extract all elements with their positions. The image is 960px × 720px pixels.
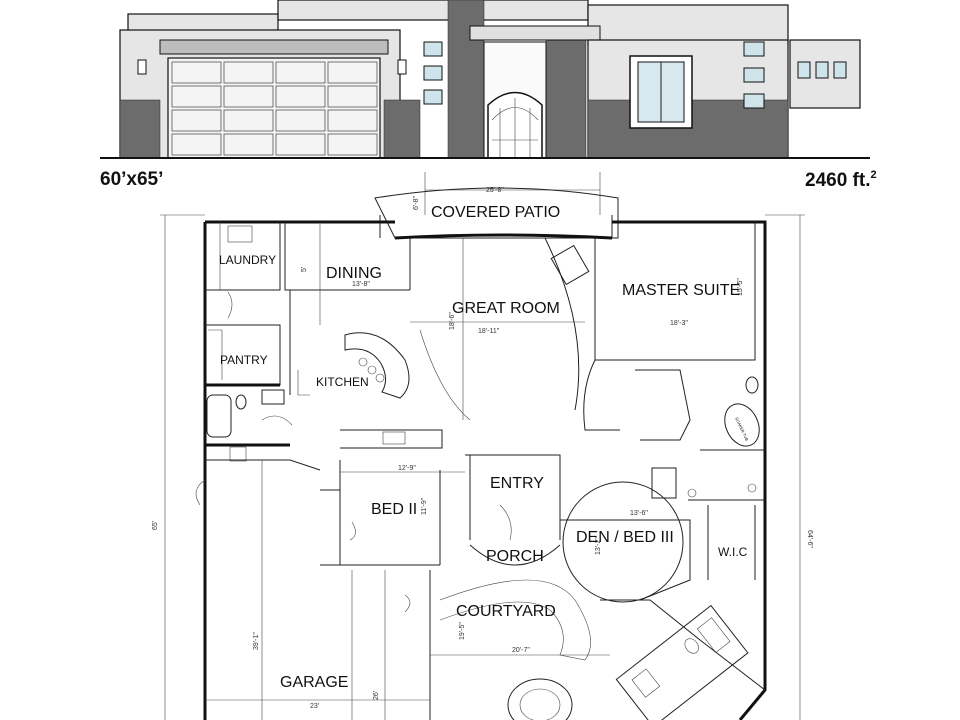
front-elevation	[100, 0, 870, 159]
garage-door-panel	[171, 85, 222, 108]
kitchen-counter	[340, 429, 443, 449]
overall-depth-left: 65'	[152, 521, 159, 530]
lower-right-bath	[615, 604, 749, 720]
garage-width-dim: 23'	[310, 703, 319, 710]
porch-label: PORCH	[486, 548, 544, 565]
dining-width-dim: 13'-8"	[352, 281, 370, 288]
center-parapet	[277, 0, 589, 21]
garage-label: GARAGE	[280, 674, 348, 691]
garage-header-beam	[159, 39, 389, 55]
great-room-depth-dim: 18'-6"	[449, 312, 456, 330]
dining-depth-dim: 5'	[301, 267, 308, 272]
laundry-door-swing	[227, 291, 233, 319]
entry-stone-column-right	[545, 29, 587, 159]
entry-beam	[469, 25, 601, 41]
garage-door-panel	[275, 133, 326, 156]
vanity-sink	[261, 389, 285, 405]
bed2-width-dim: 12'-9"	[398, 465, 416, 472]
entry-stone-column-left	[447, 0, 485, 159]
courtyard-depth-dim: 19'-5"	[459, 622, 466, 640]
patio-depth-dim: 6'-8"	[413, 196, 420, 210]
garage-side-door-swing	[195, 479, 206, 506]
garage-door-panel	[275, 61, 326, 84]
garage-door-panel	[327, 85, 378, 108]
half-bath-tub	[206, 394, 232, 438]
master-toilet	[745, 376, 759, 394]
great-room-width-dim: 18'-11"	[478, 328, 500, 335]
left-stone-base	[119, 99, 161, 159]
lamp-left	[137, 59, 147, 75]
garage-door-panel	[223, 61, 274, 84]
master-vanity	[651, 467, 677, 499]
garage-door-panel	[275, 85, 326, 108]
master-shower	[635, 369, 691, 441]
patio-width-dim: 25'-8"	[486, 187, 504, 194]
bed2-label: BED II	[371, 501, 417, 518]
dining-label: DINING	[326, 265, 382, 282]
garage-door-panel	[327, 133, 378, 156]
pantry-label: PANTRY	[220, 353, 268, 367]
toilet-icon	[235, 394, 247, 410]
overall-depth-right: 64'-6"	[806, 530, 813, 548]
garage-door-panel	[171, 133, 222, 156]
great-room-label: GREAT ROOM	[452, 300, 560, 317]
garage-door	[167, 57, 381, 159]
lamp-right	[397, 59, 407, 75]
soaker-tub-label: SOAKER TUB	[734, 416, 750, 442]
island-sink	[358, 357, 368, 367]
walk-in-closet-label: W.I.C	[718, 545, 748, 559]
den-width-dim: 13'-6"	[630, 510, 648, 517]
right-parapet	[587, 4, 789, 46]
garage-door-panel	[223, 133, 274, 156]
washer-dryer	[227, 225, 253, 243]
den-round-wall	[562, 481, 684, 603]
soaker-tub	[724, 403, 760, 447]
window-stack-right	[743, 41, 765, 109]
closet-walls	[690, 499, 765, 580]
covered-patio-outline	[374, 187, 619, 239]
den-depth-dim: 13'-2"	[595, 537, 602, 555]
master-suite-label: MASTER SUITE	[622, 282, 740, 299]
master-width-dim: 18'-3"	[670, 320, 688, 327]
garage-door-panel	[171, 109, 222, 132]
garage-depth-dim-2: 26'	[373, 691, 380, 700]
mid-stone-base	[383, 99, 421, 159]
porch-arc	[469, 544, 561, 566]
lot-size-label: 60’x65’	[100, 169, 163, 190]
kitchen-island	[344, 332, 410, 399]
great-room-arc	[419, 329, 471, 421]
entry-door-swing	[499, 504, 512, 541]
garage-door-panel	[327, 109, 378, 132]
window-stack-left	[423, 41, 443, 105]
fireplace	[550, 244, 590, 286]
laundry-label: LAUNDRY	[219, 253, 276, 267]
square-footage-exponent: 2	[870, 169, 876, 181]
master-depth-dim: 15'-5"	[737, 278, 744, 296]
garage-door-panel	[223, 85, 274, 108]
courtyard-width-dim: 20'-7"	[512, 647, 530, 654]
cooktop	[382, 431, 406, 445]
square-footage-value: 2460 ft.	[805, 170, 870, 191]
courtyard-label: COURTYARD	[456, 603, 556, 620]
floor-plan: 65' 64'-6" 13'-8" 5'	[152, 172, 813, 720]
courtyard-fountain	[507, 678, 573, 720]
window-row-far-right	[797, 61, 847, 79]
covered-patio-label: COVERED PATIO	[431, 204, 560, 221]
garage-depth-dim: 39'-1"	[253, 632, 260, 650]
garage-door-panel	[327, 61, 378, 84]
garage-door-panel	[275, 109, 326, 132]
courtyard-walkway	[439, 579, 591, 661]
gate-detail	[491, 98, 539, 158]
garage-door-panel	[171, 61, 222, 84]
garage-door-panel	[223, 109, 274, 132]
den-bed3-label: DEN / BED III	[576, 529, 674, 546]
great-room-curved-wall	[544, 237, 580, 411]
bed2-depth-dim: 11'-9"	[421, 497, 428, 515]
entry-label: ENTRY	[490, 475, 544, 492]
kitchen-label: KITCHEN	[316, 375, 369, 389]
square-footage-label: 2460 ft.2	[805, 169, 877, 191]
